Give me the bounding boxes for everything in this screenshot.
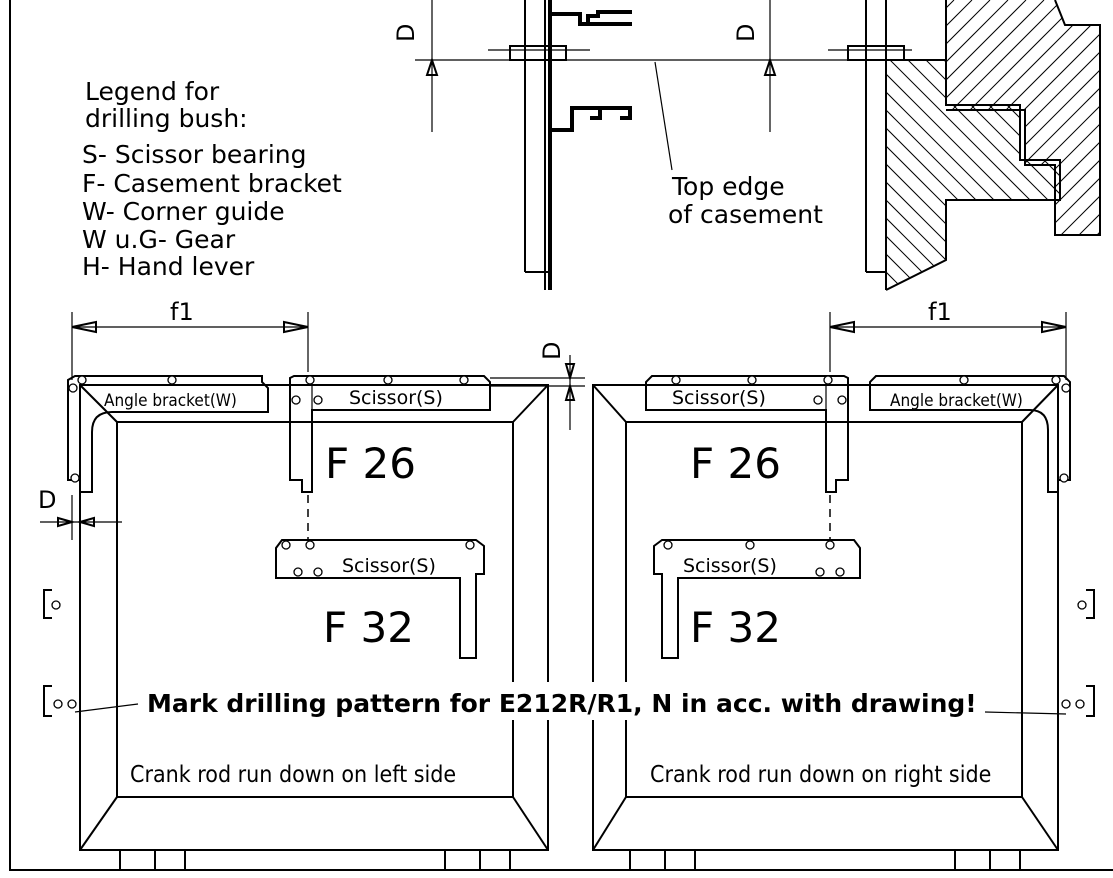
hatch-line [946, 0, 1100, 235]
note-leader-left [74, 703, 139, 713]
hatch-line [886, 60, 1060, 290]
right-elevation: f1 Scissor(S) F 26 Angle bracket(W) [592, 298, 1095, 871]
hatch-line [946, 0, 1100, 235]
dim-f1-right-label: f1 [928, 298, 952, 326]
dim-d-top-label: D [538, 342, 566, 360]
left-elevation: f1 Angle bracket(W) Scissor(S) F 26 [38, 298, 585, 871]
hatch-line [886, 60, 1060, 290]
hatch-line [946, 0, 1081, 235]
hatch-line [919, 60, 1060, 290]
hatch-line [886, 60, 1060, 290]
hatch-line [946, 0, 1027, 235]
hatch-line [886, 60, 1007, 290]
left-scissor-mid-label: Scissor(S) [342, 555, 436, 577]
left-d-dimension: D [392, 0, 860, 132]
hatch-line [946, 0, 1009, 235]
right-f32-label: F 32 [690, 603, 781, 652]
right-crank-note: Crank rod run down on right side [650, 762, 991, 788]
dim-f1-left-label: f1 [170, 298, 194, 326]
right-f26-label: F 26 [690, 439, 781, 488]
hatch-line [886, 60, 899, 290]
hatch-line [946, 0, 1100, 235]
hatch-line [886, 60, 1060, 290]
right-section-profile: D [560, 0, 1113, 320]
top-edge-label-line1: Top edge [671, 172, 785, 201]
legend-item: H- Hand lever [82, 252, 255, 281]
left-f32-label: F 32 [323, 603, 414, 652]
hatch-line [946, 0, 955, 235]
hatch-line [560, 0, 880, 320]
legend-item: W- Corner guide [82, 197, 285, 226]
dim-d-left-label: D [392, 24, 420, 42]
hatch-line [1064, 0, 1113, 320]
left-crank-note: Crank rod run down on left side [130, 762, 456, 788]
left-scissor-top-label: Scissor(S) [349, 387, 443, 409]
legend-item: F- Casement bracket [82, 169, 342, 198]
hatch-line [886, 60, 1060, 290]
hatch-line [1065, 0, 1100, 235]
hatch-line [946, 0, 1100, 235]
hatch-line [946, 0, 1063, 235]
hatch-line [616, 0, 936, 320]
note-leader-right [984, 711, 1067, 715]
legend: Legend for drilling bush: S- Scissor bea… [82, 77, 342, 281]
right-angle-bracket-label: Angle bracket(W) [890, 391, 1023, 411]
hatch-line [946, 0, 991, 235]
main-drilling-note: Mark drilling pattern for E212R/R1, N in… [147, 689, 977, 718]
dim-d-frame-label: D [38, 486, 56, 514]
legend-title-line2: drilling bush: [85, 104, 248, 133]
top-edge-leader [654, 61, 673, 171]
legend-item: S- Scissor bearing [82, 140, 306, 169]
hatch-line [886, 60, 971, 290]
hatch-line [946, 0, 1099, 235]
dim-d-right-label: D [732, 24, 760, 42]
left-section-profile [488, 0, 632, 290]
hatch-line [886, 60, 989, 290]
hatch-line [946, 0, 1045, 235]
right-scissor-top-label: Scissor(S) [672, 387, 766, 409]
hatch-line [946, 0, 1100, 235]
right-scissor-mid-label: Scissor(S) [683, 555, 777, 577]
drawing-border [9, 0, 1113, 871]
top-edge-label-line2: of casement [668, 200, 823, 229]
hatch-line [886, 60, 953, 290]
legend-title-line1: Legend for [85, 77, 220, 106]
hatch-line [886, 60, 1060, 290]
left-angle-bracket-label: Angle bracket(W) [104, 391, 237, 411]
legend-item: W u.G- Gear [82, 225, 236, 254]
hatch-line [886, 60, 1025, 290]
left-f26-label: F 26 [325, 439, 416, 488]
hatch-line [580, 0, 900, 320]
